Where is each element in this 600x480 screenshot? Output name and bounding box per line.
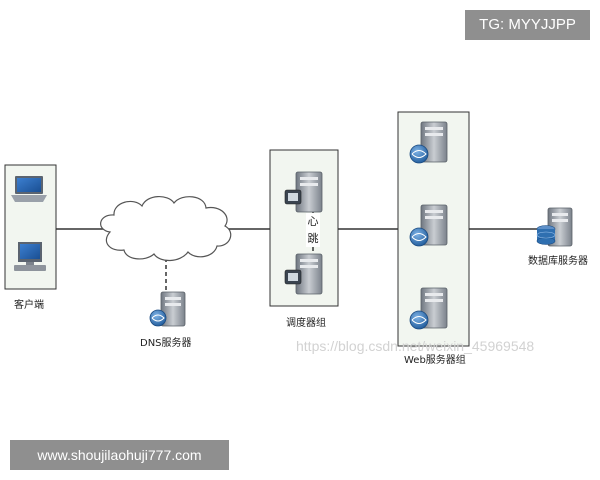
client-label: 客户端 [14, 300, 44, 311]
internet-cloud-icon [100, 196, 232, 262]
website-url-badge: www.shoujilaohuji777.com [10, 440, 229, 470]
blog-watermark: https://blog.csdn.net/weixin_45969548 [296, 338, 535, 354]
heartbeat-char-2: 跳 [307, 232, 319, 245]
scheduler-server-icon [284, 253, 323, 295]
heartbeat-label: 心 跳 [306, 213, 320, 247]
database-server-label: 数据库服务器 [528, 256, 588, 267]
scheduler-group-label: 调度器组 [286, 318, 326, 329]
dns-server-label: DNS服务器 [140, 338, 192, 349]
web-server-icon [409, 204, 448, 247]
scheduler-server-icon [284, 171, 323, 213]
database-server-icon [536, 207, 573, 247]
laptop-icon [11, 176, 47, 202]
web-server-icon [409, 121, 448, 164]
web-server-icon [409, 287, 448, 330]
web-group-label: Web服务器组 [404, 355, 466, 366]
tg-contact-badge: TG: MYYJJPP [465, 10, 590, 40]
dns-server-icon [149, 291, 186, 327]
heartbeat-char-1: 心 [307, 215, 319, 228]
desktop-pc-icon [14, 242, 46, 271]
